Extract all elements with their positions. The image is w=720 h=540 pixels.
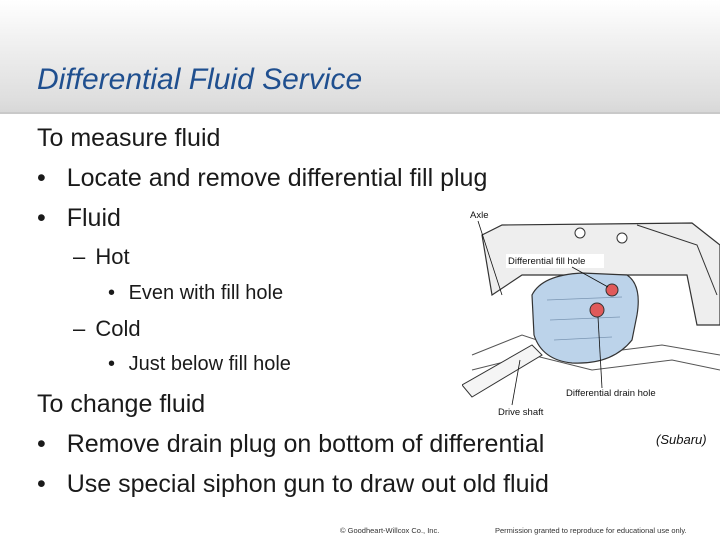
figure-caption: (Subaru) bbox=[656, 432, 707, 447]
detail-item-cold: • Just below fill hole bbox=[108, 353, 291, 376]
slide-title: Differential Fluid Service bbox=[37, 63, 363, 96]
bullet-marker: • bbox=[37, 470, 46, 498]
detail-item-hot: • Even with fill hole bbox=[108, 282, 283, 305]
bullet-marker: • bbox=[108, 282, 116, 304]
sub-item-hot: – Hot bbox=[73, 244, 130, 270]
title-divider bbox=[0, 112, 720, 114]
sub-item-text: Cold bbox=[95, 316, 141, 341]
bullet-item: • Fluid bbox=[37, 204, 121, 233]
dash-marker: – bbox=[73, 244, 86, 269]
drain-plug-icon bbox=[589, 302, 605, 318]
bullet-item: • Remove drain plug on bottom of differe… bbox=[37, 430, 544, 459]
drive-shaft bbox=[462, 344, 543, 398]
leader-drain-hole bbox=[597, 316, 603, 389]
bullet-text: Use special siphon gun to draw out old f… bbox=[66, 470, 549, 498]
frame-edge bbox=[636, 224, 718, 296]
bullet-text: Locate and remove differential fill plug bbox=[66, 164, 488, 192]
label-axle: Axle bbox=[470, 210, 488, 221]
bullet-item: • Locate and remove differential fill pl… bbox=[37, 164, 487, 193]
bullet-marker: • bbox=[108, 353, 116, 375]
dash-marker: – bbox=[73, 316, 86, 341]
footer-permission: Permission granted to reproduce for educ… bbox=[495, 526, 687, 535]
bullet-item: • Use special siphon gun to draw out old… bbox=[37, 470, 549, 499]
change-heading: To change fluid bbox=[37, 390, 206, 418]
bullet-marker: • bbox=[37, 164, 46, 192]
leader-fill-hole bbox=[571, 266, 609, 288]
sub-item-cold: – Cold bbox=[73, 316, 141, 342]
title-band bbox=[0, 0, 720, 112]
bullet-marker: • bbox=[37, 204, 46, 232]
label-backdrop bbox=[506, 254, 604, 268]
detail-text: Even with fill hole bbox=[128, 282, 284, 304]
label-drive-shaft: Drive shaft bbox=[498, 407, 544, 418]
detail-text: Just below fill hole bbox=[128, 353, 291, 375]
label-drain-hole: Differential drain hole bbox=[566, 388, 656, 399]
differential-housing bbox=[531, 272, 639, 364]
bullet-text: Remove drain plug on bottom of different… bbox=[66, 430, 545, 458]
label-fill-hole: Differential fill hole bbox=[508, 256, 585, 267]
bullet-text: Fluid bbox=[66, 204, 121, 232]
bolt-icon bbox=[616, 232, 628, 244]
fill-plug-icon bbox=[605, 283, 619, 297]
leader-drive-shaft bbox=[511, 359, 521, 406]
measure-heading: To measure fluid bbox=[37, 124, 221, 152]
differential-illustration: Axle Differential fill hole Differential… bbox=[462, 210, 720, 418]
sub-item-text: Hot bbox=[95, 244, 130, 269]
leader-axle bbox=[477, 220, 503, 296]
bullet-marker: • bbox=[37, 430, 46, 458]
bolt-icon bbox=[574, 227, 586, 239]
housing-ribs bbox=[546, 296, 623, 341]
footer-copyright: © Goodheart-Willcox Co., Inc. bbox=[340, 526, 440, 535]
